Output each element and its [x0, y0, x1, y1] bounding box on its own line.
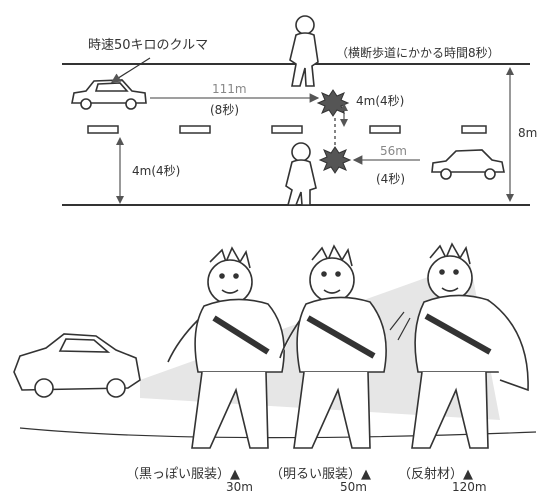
- bright-clothing-distance: 50m: [340, 480, 367, 494]
- road-diagram: [62, 15, 530, 206]
- car-icon: [71, 79, 147, 110]
- figure-dark-clothing: [167, 246, 285, 449]
- car-speed-label: 時速50キロのクルマ: [88, 38, 209, 53]
- near-distance-label: 56m: [380, 144, 407, 158]
- crossing-time-note: （横断歩道にかかる時間8秒）: [336, 46, 500, 60]
- figure-bright-clothing: [279, 244, 387, 449]
- impact-star-icon: [318, 146, 352, 174]
- far-distance-label: 111m: [212, 82, 247, 96]
- far-time-label: (8秒): [210, 103, 239, 117]
- visibility-scene: [13, 242, 537, 449]
- dark-clothing-label: （黒っぽい服装）▲: [126, 467, 240, 482]
- gap-near-label: 4m(4秒): [132, 164, 181, 178]
- reflective-distance: 120m: [452, 480, 487, 494]
- dark-clothing-distance: 30m: [226, 480, 253, 494]
- car-icon: [431, 149, 505, 180]
- lane-dashes: [87, 125, 487, 134]
- pedestrian-icon: [285, 142, 317, 206]
- pedestrian-icon: [289, 15, 319, 87]
- gap-far-label: 4m(4秒): [356, 94, 405, 108]
- road-width-label: 8m: [518, 126, 538, 140]
- figure-reflective: [389, 242, 529, 449]
- reflective-label: （反射材）▲: [398, 467, 473, 482]
- car-icon: [13, 333, 141, 398]
- bright-clothing-label: （明るい服装）▲: [270, 467, 371, 482]
- near-time-label: (4秒): [376, 172, 405, 186]
